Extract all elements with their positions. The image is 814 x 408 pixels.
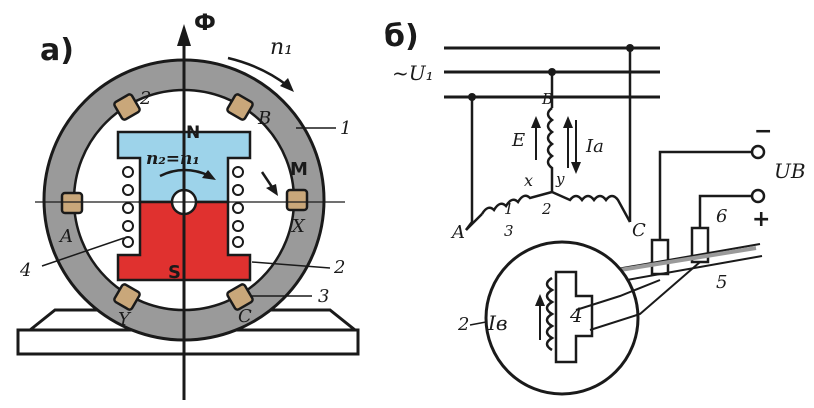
winding-c <box>551 190 632 223</box>
panel-b-label: б) <box>384 19 419 54</box>
panel-b: б) ~U₁ E Ia A <box>384 19 806 396</box>
coil-label-y: Y <box>118 309 132 330</box>
armature-current-label: Ia <box>585 136 604 157</box>
slot-x <box>285 188 309 212</box>
coil-label-z: 2 <box>139 88 151 109</box>
end-label-x: x <box>524 171 533 190</box>
torque-label: M <box>290 159 308 180</box>
slot-a <box>60 191 84 215</box>
phase-a-lead <box>465 97 474 231</box>
supply-voltage-label: ~U₁ <box>392 61 434 85</box>
callout-2-b: 2 <box>457 314 469 335</box>
current-arrowhead <box>571 162 581 174</box>
n1-label: n₁ <box>270 35 293 60</box>
winding-b <box>546 107 555 180</box>
coil-label-x: X <box>290 216 306 237</box>
coil-label-b: B <box>257 108 271 129</box>
rotor-arrowhead <box>202 170 216 180</box>
south-pole-label: S <box>168 262 181 283</box>
field-lead-2 <box>589 261 701 331</box>
end-label-y: y <box>555 170 565 188</box>
minus-sign: − <box>754 119 772 144</box>
phase-label-b: B <box>541 90 553 108</box>
callout-4-line <box>41 237 125 267</box>
excitation-current-arrowhead <box>535 294 545 306</box>
winding-callout-3: 3 <box>504 222 514 240</box>
field-winding-left <box>122 166 134 248</box>
callout-4: 4 <box>19 260 31 281</box>
phase-label-a: A <box>450 222 465 243</box>
slot-z <box>113 93 141 121</box>
callout-1: 1 <box>340 118 351 139</box>
phase-label-c: C <box>632 220 646 241</box>
panel-a-label: а) <box>40 33 74 68</box>
field-winding-right <box>232 166 244 248</box>
flux-arrowhead <box>177 24 191 46</box>
emf-label: E <box>511 130 525 151</box>
brush-minus <box>650 238 670 276</box>
callout-6: 6 <box>716 206 727 227</box>
callout-2-line <box>251 261 331 269</box>
rotor-speed-label: n₂=n₁ <box>146 149 200 169</box>
terminal-plus <box>750 188 766 204</box>
excitation-voltage-label: UВ <box>774 159 806 183</box>
callout-2: 2 <box>333 257 345 278</box>
dc-lead-minus <box>658 150 752 240</box>
n1-arrowhead <box>280 78 294 92</box>
excitation-current-label: Iв <box>487 311 508 335</box>
dc-lead-plus <box>698 194 752 240</box>
emf-arrowhead <box>531 116 541 128</box>
field-coil <box>545 276 555 352</box>
coil-label-c: C <box>238 306 252 327</box>
slot-y <box>113 283 141 311</box>
flux-label: Ф <box>194 11 216 36</box>
terminal-minus <box>750 144 766 160</box>
north-pole-label: N <box>186 123 200 143</box>
slot-c <box>226 283 254 311</box>
slot-b <box>226 93 254 121</box>
panel-a: а) <box>16 11 360 400</box>
plus-sign: + <box>752 207 770 232</box>
slip-ring-shaft <box>599 243 763 285</box>
n1-rotation-arc <box>227 56 289 87</box>
winding-a <box>480 190 553 215</box>
callout-4-b: 4 <box>569 303 583 327</box>
winding-callout-2: 2 <box>541 200 552 218</box>
field-lead-1 <box>575 279 661 311</box>
coil-label-a: A <box>58 226 73 247</box>
callout-5: 5 <box>716 272 727 293</box>
callout-3: 3 <box>318 286 329 307</box>
rotor-pole <box>554 270 594 364</box>
stator-slots <box>60 93 309 311</box>
winding-callout-1: 1 <box>504 200 514 218</box>
m-arrowhead <box>266 184 278 196</box>
